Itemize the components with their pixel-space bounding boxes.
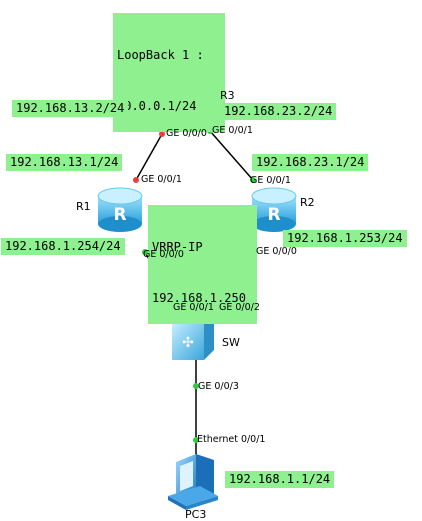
vrrp-ip: 192.168.1.250: [152, 291, 246, 305]
device-name-r1: R1: [76, 200, 91, 213]
device-name-pc3: PC3: [185, 508, 207, 521]
r3-right-ip-label: 192.168.23.2/24: [220, 103, 337, 120]
svg-text:✣: ✣: [182, 335, 194, 351]
port-label-r2-down: GE 0/0/0: [256, 246, 297, 257]
loopback-label: LoopBack 1 : 10.0.0.1/24: [113, 13, 225, 132]
svg-text:R: R: [267, 205, 280, 225]
router-r2-icon[interactable]: R: [251, 187, 297, 232]
vrrp-title: VRRP-IP: [152, 240, 203, 254]
port-dot-pc3: [193, 437, 199, 443]
port-label-sw-left: GE 0/0/1: [173, 302, 214, 313]
router-r1-icon[interactable]: R: [97, 187, 143, 232]
link-r3-r1: [135, 133, 163, 181]
vrrp-label: VRRP-IP 192.168.1.250: [148, 205, 257, 324]
port-label-sw-down: GE 0/0/3: [198, 381, 239, 392]
r3-left-ip-label: 192.168.13.2/24: [12, 100, 129, 117]
device-name-r3: R3: [220, 89, 235, 102]
r1-up-ip-label: 192.168.13.1/24: [6, 154, 123, 171]
port-dot-sw-down: [193, 383, 199, 389]
port-label-pc3: Ethernet 0/0/1: [197, 434, 266, 445]
port-label-r2-up: GE 0/0/1: [250, 175, 291, 186]
loopback-ip: 10.0.0.1/24: [117, 99, 197, 113]
pc3-ip-label: 192.168.1.1/24: [225, 471, 335, 488]
port-label-r1-up: GE 0/0/1: [141, 174, 182, 185]
port-dot-r1-up: [133, 177, 139, 183]
loopback-title: LoopBack 1 :: [117, 48, 204, 62]
device-name-r2: R2: [300, 196, 315, 209]
port-label-sw-right: GE 0/0/2: [219, 302, 260, 313]
r2-down-ip-label: 192.168.1.253/24: [283, 230, 407, 247]
port-label-r3-right: GE 0/0/1: [212, 125, 253, 136]
port-dot-r3-left: [159, 131, 165, 137]
pc3-icon[interactable]: [168, 454, 218, 510]
port-dot-r1-down: [142, 249, 148, 255]
svg-text:R: R: [113, 205, 126, 225]
port-label-r1-down: GE 0/0/0: [143, 249, 184, 260]
link-r3-r2: [209, 130, 254, 181]
device-name-sw: SW: [222, 336, 240, 349]
port-label-r3-left: GE 0/0/0: [166, 128, 207, 139]
r1-down-ip-label: 192.168.1.254/24: [1, 238, 125, 255]
port-dot-r2-up: [250, 177, 256, 183]
r2-up-ip-label: 192.168.23.1/24: [252, 154, 369, 171]
